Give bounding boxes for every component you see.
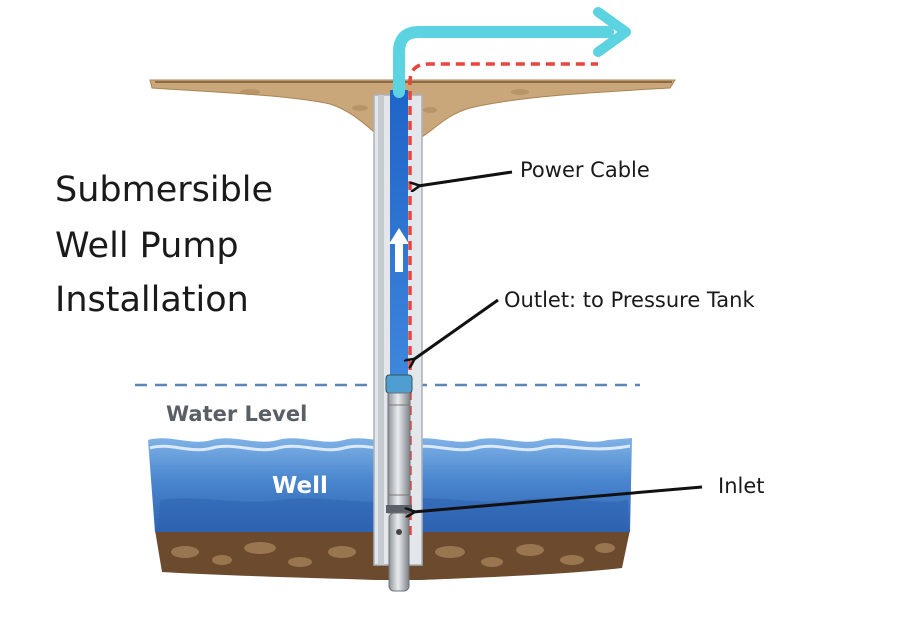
inlet-pointer <box>413 485 703 512</box>
submersible-pump <box>385 374 413 592</box>
power-cable-line <box>408 62 598 535</box>
power-cable-label: Power Cable <box>520 158 650 182</box>
title-line-1: Submersible <box>55 170 274 210</box>
title-line-3: Installation <box>55 280 249 320</box>
flow-up-arrow <box>389 228 409 272</box>
soil-stones <box>171 542 615 567</box>
outlet-flow-arrow <box>393 26 614 98</box>
water-level-label: Water Level <box>166 402 308 426</box>
title-line-2: Well Pump <box>55 226 239 266</box>
outlet-label: Outlet: to Pressure Tank <box>504 288 755 312</box>
inlet-label: Inlet <box>718 474 765 498</box>
outlet-pointer <box>413 298 499 360</box>
power-cable-pointer <box>418 170 513 186</box>
well-label: Well <box>272 473 328 499</box>
